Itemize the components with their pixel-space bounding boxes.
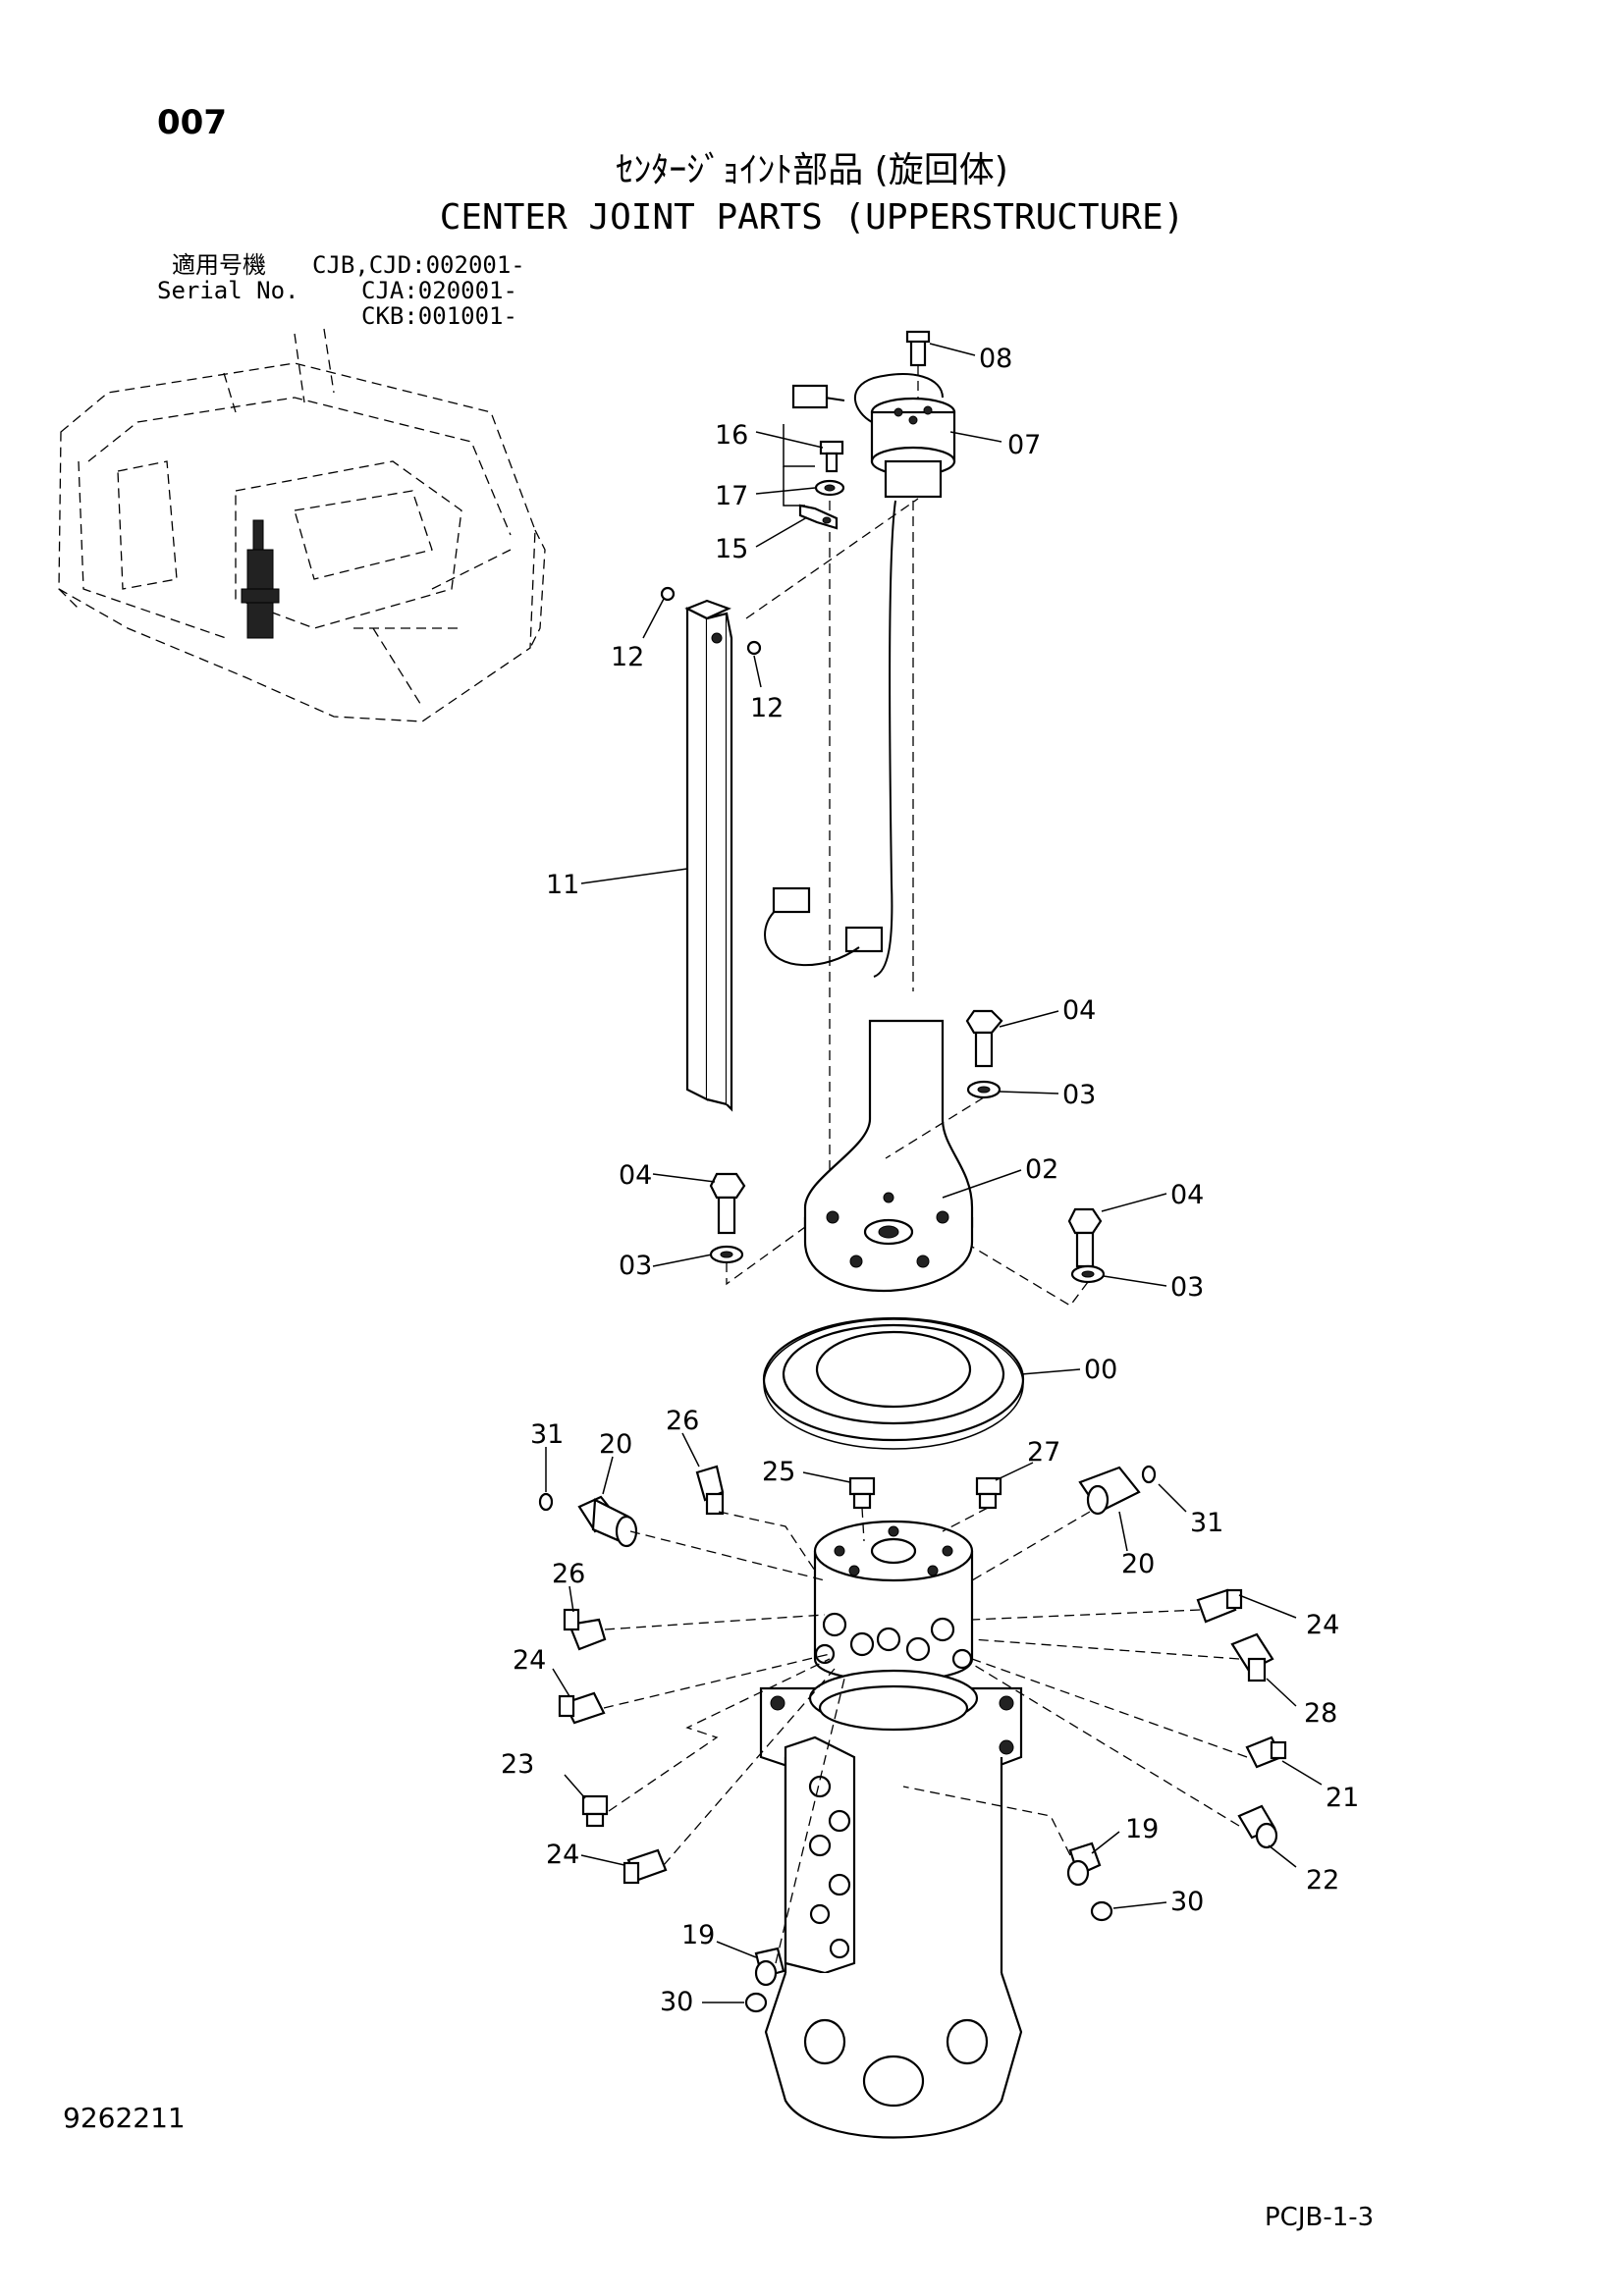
bolt-04a [965,1009,1003,1068]
serial-label-en: Serial No. [157,277,299,304]
document-number: 9262211 [63,2102,186,2134]
fitting-20b [1078,1466,1141,1516]
elbow-24b [558,1691,606,1725]
fitting-19b [754,1947,785,1987]
screw-12a [660,586,676,602]
callout-22: 22 [1306,1865,1339,1896]
sensor-unit-07 [764,373,956,978]
callout-19b: 19 [681,1920,715,1950]
callout-20a: 20 [599,1429,632,1460]
callout-26a: 26 [666,1406,699,1436]
title-japanese: ｾﾝﾀｰｼﾞｮｲﾝﾄ部品 (旋回体) [616,150,1008,190]
callout-20b: 20 [1121,1549,1155,1579]
callout-16: 16 [715,420,748,451]
title-english: CENTER JOINT PARTS (UPPERSTRUCTURE) [439,197,1185,238]
seal-ring-00 [762,1316,1025,1450]
machine-locator-sketch [58,328,546,722]
washer-03c [1070,1264,1106,1284]
bolt-04b [709,1172,746,1235]
fitting-19a [1066,1842,1102,1887]
callout-07: 07 [1007,430,1041,460]
callout-03c: 03 [1170,1272,1204,1303]
callout-31b: 31 [1190,1508,1223,1538]
elbow-24c [623,1848,668,1885]
callout-12b: 12 [750,693,784,723]
fitting-26a [695,1465,725,1516]
serial-label-jp: 適用号機 [172,251,266,279]
callout-08: 08 [979,344,1012,374]
o-ring-30b [744,1992,768,2013]
callout-30b: 30 [660,1987,693,2017]
center-joint-body [759,1520,1023,2139]
plug-23 [581,1794,609,1828]
washer-03a [966,1080,1001,1099]
elbow-24a [1196,1588,1243,1624]
fitting-21 [1245,1735,1287,1769]
callout-30a: 30 [1170,1887,1204,1917]
callout-04b: 04 [619,1160,652,1191]
page-number: 007 [157,103,227,142]
callout-17: 17 [715,481,748,511]
serial-value-3: CKB:001001- [361,302,517,330]
callout-19a: 19 [1125,1814,1159,1844]
callout-26b: 26 [552,1559,585,1589]
callout-31a: 31 [530,1419,564,1450]
plug-25 [848,1476,876,1510]
callout-03b: 03 [619,1251,652,1281]
callout-23: 23 [501,1749,534,1780]
bolt-08 [905,330,931,402]
callout-21: 21 [1326,1783,1359,1813]
callout-28: 28 [1304,1698,1337,1729]
bolt-04c [1067,1207,1103,1268]
fitting-20a [577,1495,638,1548]
callout-04a: 04 [1062,995,1096,1026]
cover-channel-11 [684,599,733,1112]
serial-value-2: CJA:020001- [361,277,517,304]
callout-27: 27 [1027,1437,1060,1468]
mounting-plate-02 [803,1019,974,1293]
callout-15: 15 [715,534,748,564]
fitting-27 [975,1476,1002,1510]
callout-25: 25 [762,1457,795,1487]
callout-24c: 24 [546,1840,579,1870]
callout-12a: 12 [611,642,644,672]
locator-center-joint-highlight [241,519,280,639]
o-ring-31b [1141,1465,1157,1484]
elbow-26b [563,1608,607,1651]
clip-15 [798,504,839,530]
bolt-16 [819,440,844,473]
callout-04c: 04 [1170,1180,1204,1210]
callout-00: 00 [1084,1355,1117,1385]
callout-02: 02 [1025,1154,1058,1185]
leader-lines [545,343,1323,2003]
washer-17 [814,479,845,497]
o-ring-30a [1090,1900,1113,1922]
callout-24b: 24 [513,1645,546,1676]
o-ring-31a [538,1492,554,1512]
callout-11: 11 [546,870,579,900]
screw-12b [746,640,762,656]
fitting-22 [1237,1804,1278,1849]
washer-03b [709,1245,744,1264]
fitting-28 [1230,1632,1274,1682]
callout-03a: 03 [1062,1080,1096,1110]
page-code: PCJB-1-3 [1265,2203,1375,2232]
assembly-paths [603,1507,1248,1964]
serial-value-1: CJB,CJD:002001- [312,251,525,279]
callout-24a: 24 [1306,1610,1339,1640]
